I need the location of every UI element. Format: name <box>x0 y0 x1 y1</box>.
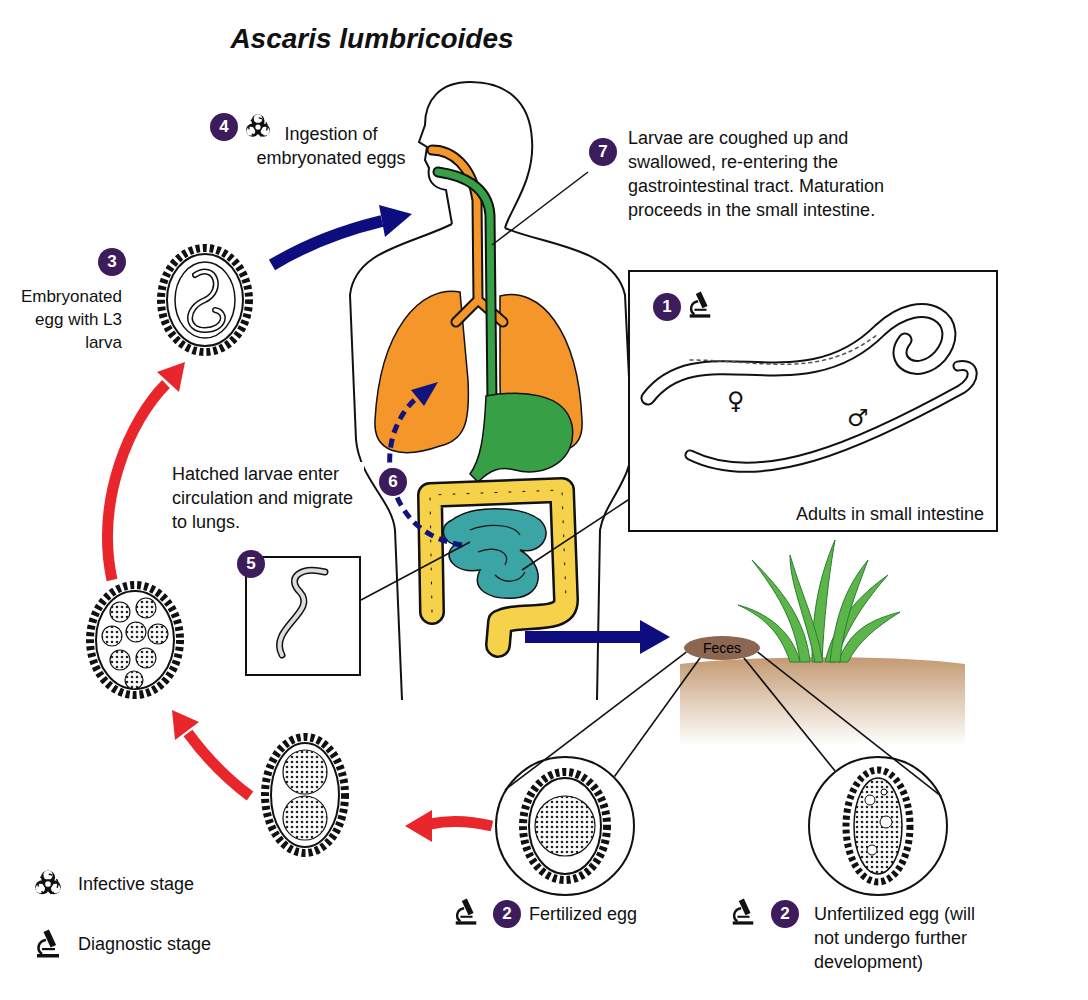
box-ground <box>628 270 998 532</box>
callout-number: 7 <box>589 138 617 166</box>
migration-arrow <box>390 382 462 545</box>
sex-symbol: ♀ <box>727 388 745 414</box>
step-text: Hatched larvae enter circulation and mig… <box>172 462 364 534</box>
soil <box>680 657 965 745</box>
trachea <box>432 150 503 322</box>
callout-number: 2 <box>771 900 799 928</box>
esophagus <box>438 172 573 482</box>
biohazard-icon <box>35 870 60 894</box>
callout-number: 6 <box>379 468 407 496</box>
sex-symbol: ♂ <box>847 405 869 431</box>
transmission-arrow <box>272 205 670 654</box>
microscope-icon <box>456 899 477 925</box>
microscope-icon <box>690 292 711 318</box>
legend-text: Infective stage <box>78 872 194 896</box>
feces-ellipse: Feces <box>684 636 760 660</box>
connector-line <box>615 658 701 777</box>
adult-worms <box>648 311 972 468</box>
legend-text: Diagnostic stage <box>78 932 211 956</box>
microscope-icon <box>37 930 59 958</box>
connector-line <box>744 658 835 771</box>
connector-line <box>758 652 942 796</box>
body-outline <box>350 82 632 700</box>
lungs <box>375 291 582 452</box>
callout-number: 1 <box>653 293 681 321</box>
leader-line <box>361 172 628 600</box>
egg-circle: 2Unfertilized egg (will not undergo furt… <box>808 756 948 896</box>
larva <box>279 570 325 655</box>
microscope-icon <box>733 899 754 925</box>
morula-egg <box>90 585 180 695</box>
large-intestine <box>430 490 566 645</box>
step-text: Ingestion of embryonated eggs <box>236 122 426 170</box>
step-text: Larvae are coughed up and swallowed, re-… <box>628 126 928 222</box>
figure-box: 5 <box>245 556 361 676</box>
egg-label: Unfertilized egg (will not undergo furth… <box>814 902 989 974</box>
connector-line <box>505 652 686 790</box>
egg-label: Fertilized egg <box>529 902 679 926</box>
fertilized-egg <box>523 772 607 880</box>
callout-number: 4 <box>210 113 238 141</box>
development-arrow <box>108 362 492 842</box>
callout-number: 5 <box>237 550 265 578</box>
step-text: Embryonated egg with L3 larva <box>6 285 122 354</box>
egg-circle: 2Fertilized egg <box>495 756 635 896</box>
box-ground <box>245 556 361 676</box>
figure-caption: Adults in small intestine <box>796 502 984 526</box>
unfertilized-egg <box>846 770 910 882</box>
diagram-title: Ascaris lumbricoides <box>192 22 552 56</box>
grass <box>738 540 900 662</box>
small-intestine <box>443 509 546 599</box>
callout-number: 3 <box>98 248 126 276</box>
embryonated-egg <box>161 248 249 352</box>
node-label: Feces <box>684 636 760 660</box>
two-cell-egg <box>265 737 345 853</box>
figure-box: 1 ♀ ♂ Adults in small intestine <box>628 270 998 532</box>
biohazard-icon <box>246 114 270 136</box>
callout-number: 2 <box>493 900 521 928</box>
